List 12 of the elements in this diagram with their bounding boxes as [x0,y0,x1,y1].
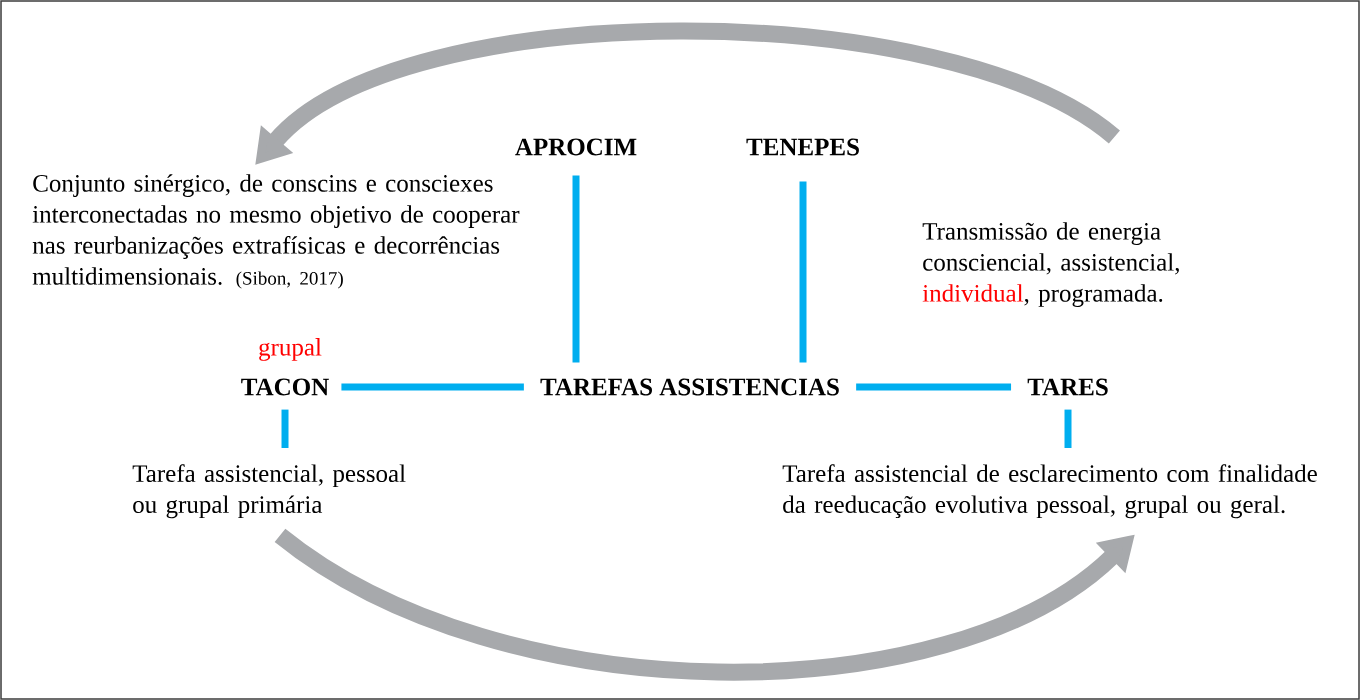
definition-text: Conjunto sinérgico, de conscins e consciexes interconectadas no mesmo objetivo de cooperar nas reurbanizações extrafísicas e decorrências multidimensionais. (Sibon, 2017) [32,174,520,289]
connector-line [572,175,580,363]
definition-text: Tarefa assistencial de esclarecimento com finalidade da reeducação evolutiva pessoal, grupal ou geral. [782,464,1317,519]
definition-text: Transmissão de energia consciencial, assistencial, individual, programada. [922,222,1179,307]
beside-label: grupal [259,338,322,361]
heading-label: APROCIM [515,138,637,156]
heading-label: TACON [241,378,329,396]
heading-label: TAREFAS ASSISTENCIAS [540,378,839,396]
heading-label: TENEPES [746,138,859,156]
connector-line [799,181,807,363]
heading-label: TARES [1027,378,1108,396]
definition-text: Tarefa assistencial, pessoal ou grupal primária [132,464,406,519]
